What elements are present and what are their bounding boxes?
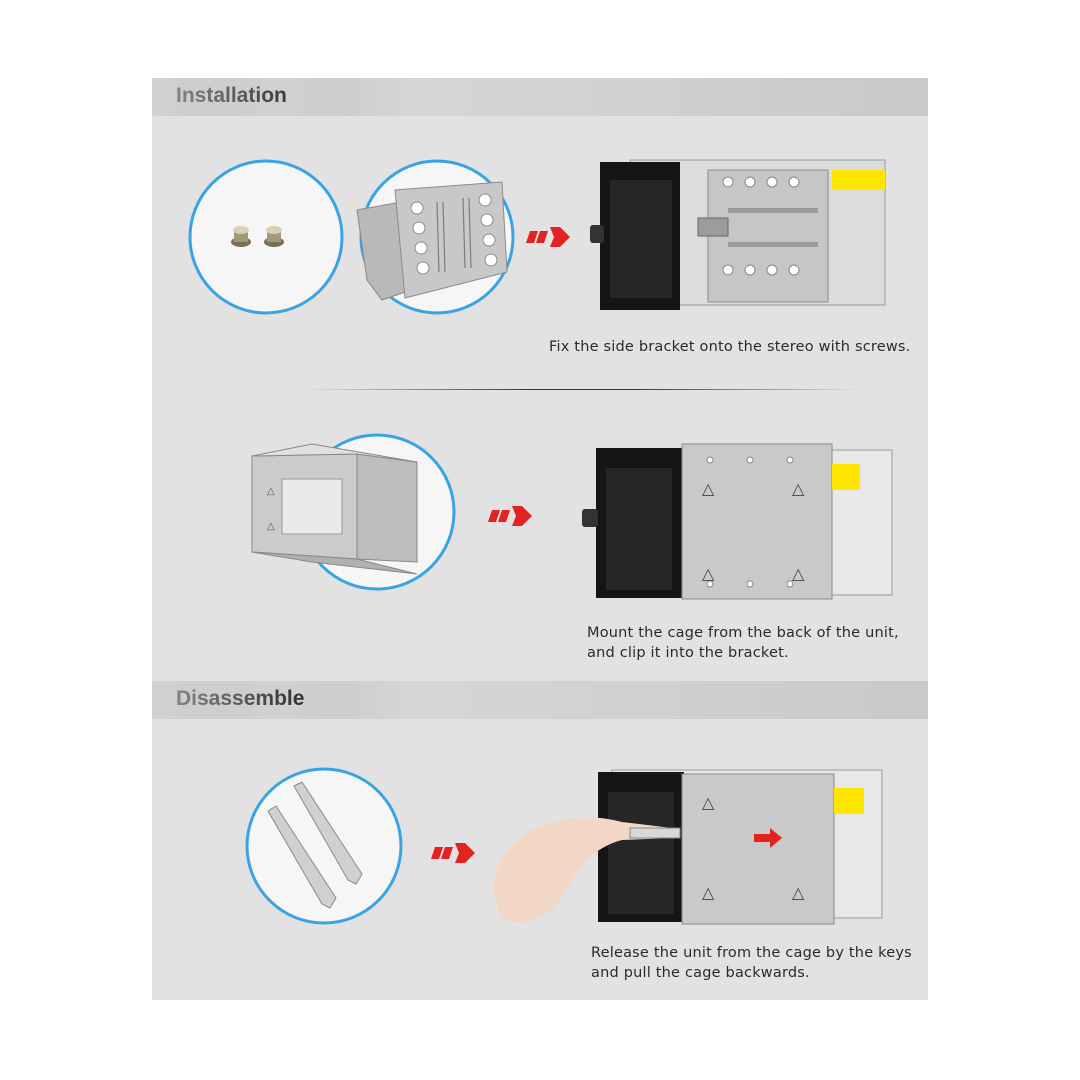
svg-text:△: △	[702, 883, 715, 902]
svg-text:△: △	[702, 793, 715, 812]
stereo-with-cage-image: △ △ △ △	[582, 443, 893, 600]
stereo-with-bracket-image	[590, 159, 886, 310]
mounting-cage-image: △ △	[251, 433, 456, 591]
installation-title: Installation	[176, 84, 287, 107]
step-1-caption: Fix the side bracket onto the stereo wit…	[549, 337, 910, 357]
svg-text:△: △	[792, 479, 805, 498]
caption-line: and pull the cage backwards.	[591, 965, 810, 981]
disassemble-section-header: Disassemble	[152, 681, 928, 719]
svg-text:△: △	[267, 521, 275, 532]
caption-line: Fix the side bracket onto the stereo wit…	[549, 339, 911, 355]
svg-text:△: △	[267, 486, 275, 497]
installation-section-header: Installation	[152, 78, 928, 116]
step-divider	[302, 389, 862, 390]
caption-line: Mount the cage from the back of the unit…	[587, 625, 899, 641]
release-keys-image	[245, 767, 403, 925]
svg-text:△: △	[792, 883, 805, 902]
installation-guide-panel: Installation	[152, 78, 928, 1000]
red-arrow-icon	[431, 843, 475, 863]
red-arrow-icon	[526, 227, 570, 247]
step-2-caption: Mount the cage from the back of the unit…	[587, 623, 899, 663]
side-bracket-image	[356, 159, 515, 315]
disassemble-title: Disassemble	[176, 687, 305, 710]
svg-text:△: △	[792, 564, 805, 583]
stereo-removal-image: △ △ △	[493, 769, 883, 925]
svg-text:△: △	[702, 479, 715, 498]
step-3-caption: Release the unit from the cage by the ke…	[591, 943, 912, 983]
screws-image	[188, 159, 344, 315]
red-arrow-icon	[488, 506, 532, 526]
svg-text:△: △	[702, 564, 715, 583]
caption-line: Release the unit from the cage by the ke…	[591, 945, 912, 961]
caption-line: and clip it into the bracket.	[587, 645, 789, 661]
